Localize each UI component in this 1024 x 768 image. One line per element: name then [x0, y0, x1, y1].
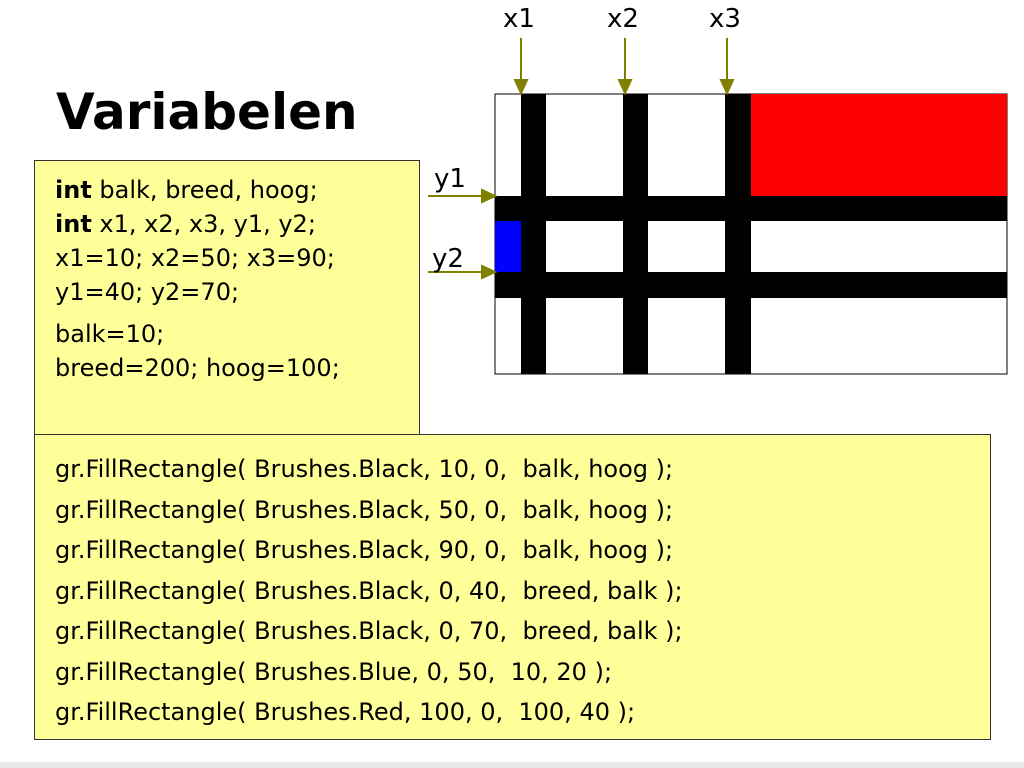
arrow-x1-head [513, 79, 529, 96]
vertical-bar-x2 [623, 94, 648, 374]
blue-rectangle [495, 221, 521, 272]
label-x3: x3 [709, 4, 741, 34]
slide-title: Variabelen [56, 83, 358, 141]
code-line: gr.FillRectangle( Brushes.Red, 100, 0, 1… [55, 698, 636, 726]
red-rectangle [751, 94, 1007, 196]
code-text: x1=10; x2=50; x3=90; [55, 244, 335, 272]
code-text: balk=10; [55, 320, 165, 348]
label-x2: x2 [607, 4, 639, 34]
horizontal-bar-y1 [495, 196, 1007, 221]
horizontal-bar-y2 [495, 272, 1007, 298]
footer-divider [0, 762, 1024, 768]
vertical-bar-x1 [521, 94, 546, 374]
code-line: int x1, x2, x3, y1, y2; [55, 207, 419, 241]
code-line: gr.FillRectangle( Brushes.Black, 90, 0, … [55, 536, 674, 564]
draw-code-box: gr.FillRectangle( Brushes.Black, 10, 0, … [34, 434, 991, 740]
vertical-bar-x3 [725, 94, 751, 374]
label-y1: y1 [434, 164, 466, 194]
code-line: int balk, breed, hoog; [55, 173, 419, 207]
code-line: y1=40; y2=70; [55, 275, 419, 309]
arrow-y2-head [481, 264, 498, 280]
keyword-int: int [55, 176, 92, 204]
code-text: x1, x2, x3, y1, y2; [91, 210, 316, 238]
code-line: gr.FillRectangle( Brushes.Blue, 0, 50, 1… [55, 657, 613, 686]
declarations-box: int balk, breed, hoog; int x1, x2, x3, y… [34, 160, 420, 436]
code-line: gr.FillRectangle( Brushes.Black, 0, 70, … [55, 617, 683, 645]
label-y2: y2 [432, 244, 464, 274]
code-line: gr.FillRectangle( Brushes.Black, 50, 0, … [55, 495, 674, 524]
code-text: balk, breed, hoog; [91, 176, 318, 204]
code-line: gr.FillRectangle( Brushes.Black, 0, 40, … [55, 576, 683, 605]
code-line: x1=10; x2=50; x3=90; [55, 241, 419, 275]
label-x1: x1 [503, 4, 535, 34]
arrow-y1-head [481, 188, 498, 204]
arrow-x3-head [719, 79, 735, 96]
keyword-int: int [55, 210, 92, 238]
code-text: breed=200; hoog=100; [55, 354, 340, 382]
code-line: breed=200; hoog=100; [55, 351, 419, 385]
code-text: y1=40; y2=70; [55, 278, 240, 306]
code-line: balk=10; [55, 317, 419, 351]
code-line: gr.FillRectangle( Brushes.Black, 10, 0, … [55, 455, 674, 483]
arrow-x2-head [617, 79, 633, 96]
